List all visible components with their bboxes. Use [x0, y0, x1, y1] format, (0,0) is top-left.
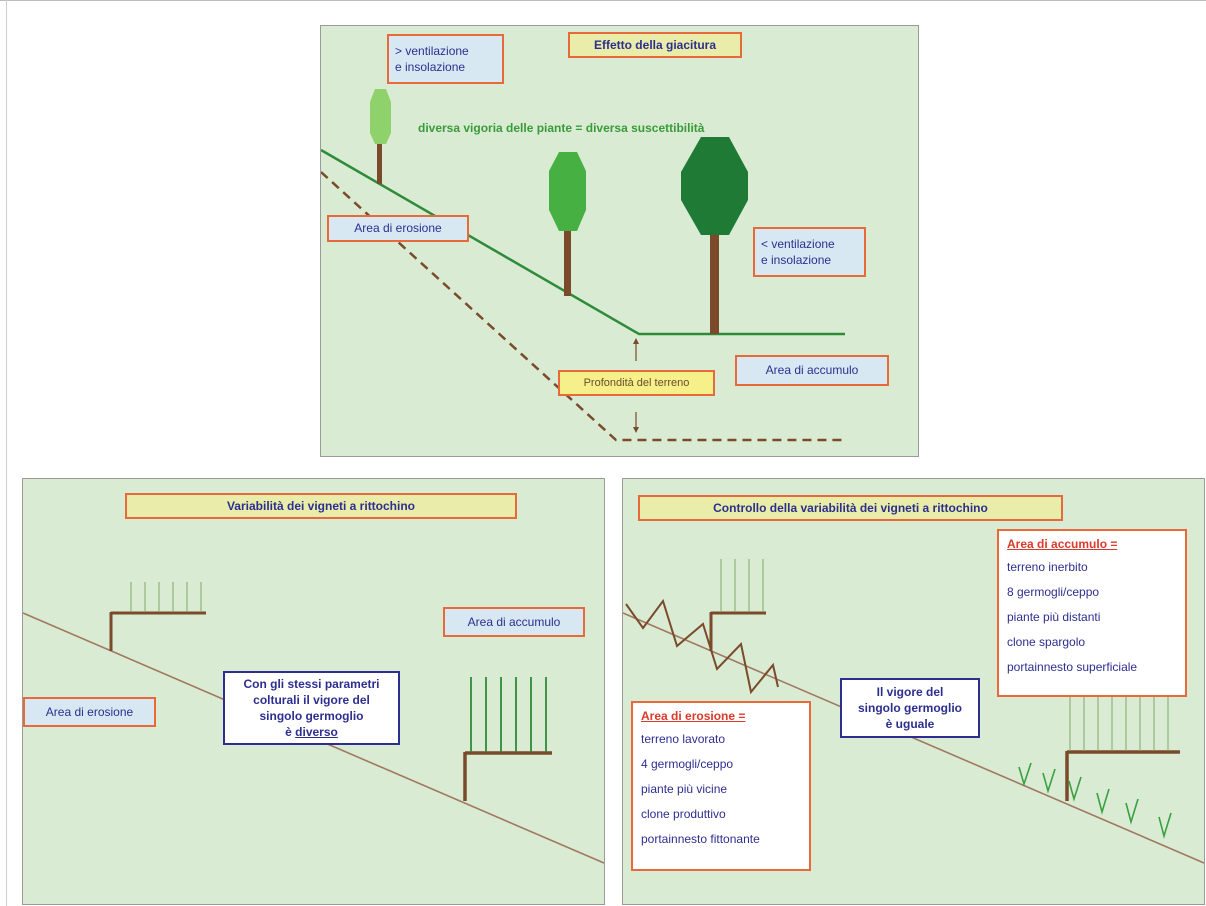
weak-vine-upper — [109, 582, 206, 651]
erosion-area-heading: Area di erosione = — [641, 709, 746, 723]
accumulation-area-list: Area di accumulo = terreno inerbito 8 ge… — [997, 529, 1187, 697]
small-tree-canopy — [370, 89, 391, 144]
variability-control-panel: Controllo della variabilità dei vigneti … — [622, 478, 1205, 905]
accumulation-item: 8 germogli/ceppo — [1007, 585, 1100, 599]
erosion-item: clone produttivo — [641, 807, 726, 821]
vigor-susceptibility-caption: diversa vigoria delle piante = diversa s… — [418, 121, 705, 135]
vineyard-variability-title: Variabilità dei vigneti a rittochino — [125, 493, 517, 519]
erosion-area-list: Area di erosione = terreno lavorato 4 ge… — [631, 701, 811, 871]
accumulation-area-label: Area di accumulo — [735, 355, 889, 386]
less-ventilation-label: < ventilazione e insolazione — [753, 227, 866, 277]
small-tree-trunk — [377, 144, 382, 184]
vine-upper-4-shoots — [709, 559, 766, 651]
large-tree-trunk — [710, 232, 719, 334]
variability-control-title: Controllo della variabilità dei vigneti … — [638, 495, 1063, 521]
vigor-note-box: Con gli stessi parametri colturali il vi… — [223, 671, 400, 745]
bedrock-dashed-line — [321, 171, 845, 442]
erosion-area-label: Area di erosione — [327, 215, 469, 242]
slope-effect-title: Effetto della giacitura — [568, 32, 742, 58]
soil-depth-label: Profondità del terreno — [558, 370, 715, 396]
page-top-rule — [0, 0, 1206, 1]
grass-tuft-icons — [1018, 762, 1172, 839]
erosion-item: portainnesto fittonante — [641, 832, 760, 846]
vigorous-vine-lower — [463, 677, 552, 801]
equal-vigor-note-box: Il vigore del singolo germoglio è uguale — [840, 678, 980, 738]
accumulation-item: portainnesto superficiale — [1007, 660, 1138, 674]
ground-surface-line — [321, 148, 845, 336]
medium-tree-trunk — [564, 231, 571, 296]
accumulation-item: clone spargolo — [1007, 635, 1086, 649]
vine-lower-8-shoots — [1065, 689, 1180, 801]
variability-control-drawing — [623, 559, 1204, 864]
accumulation-item: piante più distanti — [1007, 610, 1101, 624]
vineyard-variability-panel: Variabilità dei vigneti a rittochino Are… — [22, 478, 605, 905]
slope-effect-panel: Effetto della giacitura > ventilazione e… — [320, 25, 919, 457]
hillside-slope-line — [623, 612, 1204, 864]
accumulation-item: terreno inerbito — [1007, 560, 1088, 574]
erosion-item: terreno lavorato — [641, 732, 726, 746]
accumulation-area-heading: Area di accumulo = — [1007, 537, 1118, 551]
medium-tree-canopy — [549, 152, 586, 231]
erosion-item: piante più vicine — [641, 782, 728, 796]
erosion-item: 4 germogli/ceppo — [641, 757, 734, 771]
page-left-rule — [6, 0, 7, 906]
accumulation-area-label: Area di accumulo — [443, 607, 585, 637]
erosion-area-label: Area di erosione — [23, 697, 156, 727]
large-tree-canopy — [681, 137, 748, 235]
slope-effect-drawing — [321, 89, 845, 442]
more-ventilation-label: > ventilazione e insolazione — [387, 34, 504, 84]
